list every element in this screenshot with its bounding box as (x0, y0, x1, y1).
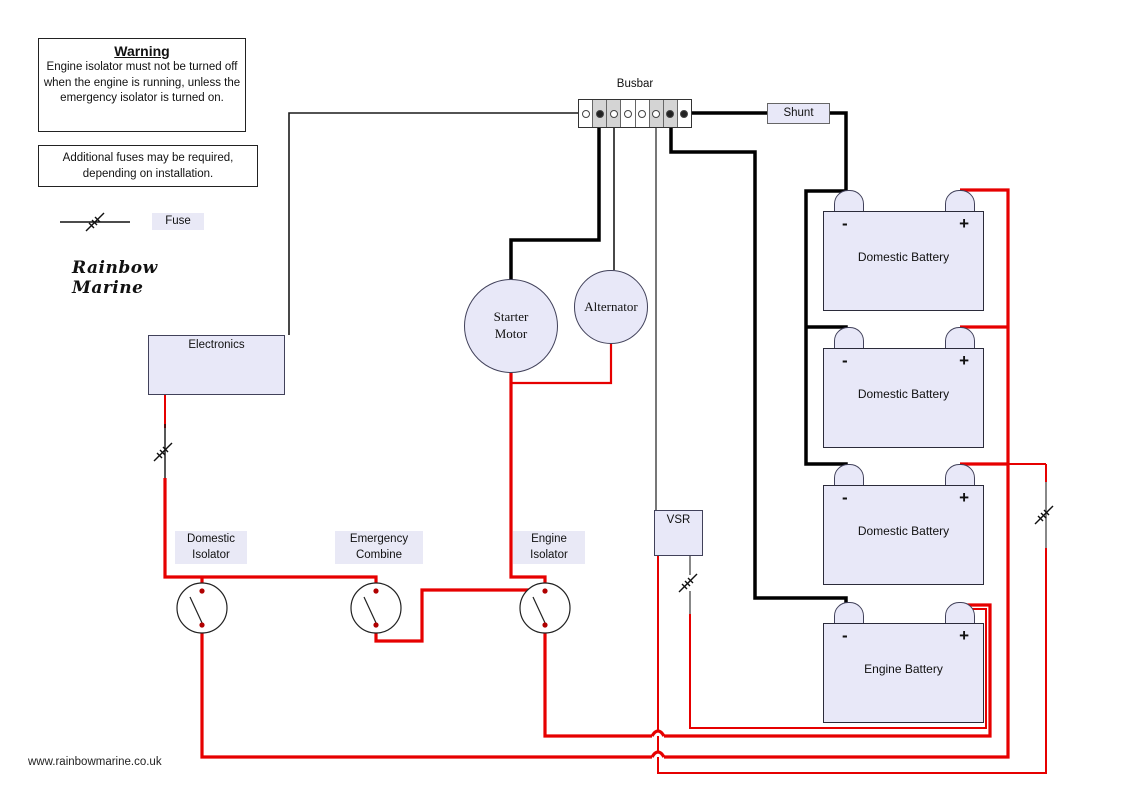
busbar-terminal (676, 100, 691, 127)
battery-body: - + Engine Battery (823, 623, 984, 723)
vsr-label: VSR (666, 514, 691, 526)
busbar-terminal (662, 100, 677, 127)
shunt-box: Shunt (767, 103, 830, 124)
domestic-battery-3: - + Domestic Battery (823, 464, 984, 585)
busbar-terminal (648, 100, 663, 127)
pos-sign: + (959, 626, 969, 645)
fuse-icon (1034, 505, 1054, 525)
electronics-label: Electronics (188, 339, 245, 351)
note-text: Additional fuses may be required, depend… (62, 151, 234, 180)
domestic-battery-2: - + Domestic Battery (823, 327, 984, 448)
fuse-icon (153, 442, 173, 462)
fuse-icon (678, 573, 698, 593)
wire-hop (650, 729, 666, 737)
emergency-combine-switch (350, 582, 402, 634)
neg-sign: - (842, 351, 848, 370)
battery-label: Domestic Battery (857, 250, 950, 264)
wire-hop (650, 750, 666, 758)
pos-sign: + (959, 488, 969, 507)
alternator-label: Alternator (584, 298, 638, 314)
engine-isolator-switch (519, 582, 571, 634)
neg-sign: - (842, 626, 848, 645)
busbar (578, 99, 692, 128)
busbar-terminal (620, 100, 634, 127)
busbar-terminal (634, 100, 649, 127)
battery-label: Engine Battery (864, 662, 943, 676)
starter-motor-label-line1: Starter (493, 309, 529, 325)
warning-title: Warning (114, 43, 170, 59)
wire-starter-to-engine-isolator (509, 373, 547, 586)
battery-body: - + Domestic Battery (823, 211, 984, 311)
note-box: Additional fuses may be required, depend… (38, 145, 258, 187)
alternator: Alternator (574, 270, 648, 344)
battery-body: - + Domestic Battery (823, 485, 984, 585)
engine-battery: - + Engine Battery (823, 602, 984, 723)
wire-domestic-isolator-to-domestic-battery-pos (200, 188, 1010, 759)
neg-sign: - (842, 214, 848, 233)
wire-alternator-to-starter (511, 344, 613, 385)
brand-logo: Rainbow Marine (72, 258, 158, 298)
wire-emergency-combine-to-engine-isolator (374, 586, 547, 643)
wire-busbar-to-electronics (288, 112, 578, 335)
wire-fuse-to-domestic-pos (1008, 463, 1047, 482)
busbar-terminal (606, 100, 621, 127)
warning-body: Engine isolator must not be turned off w… (43, 61, 241, 105)
domestic-battery-1: - + Domestic Battery (823, 190, 984, 311)
wire-engine-isolator-to-engine-battery-pos (543, 603, 992, 738)
vsr-box: VSR (654, 510, 703, 556)
electronics-box: Electronics (148, 335, 285, 395)
battery-label: Domestic Battery (857, 524, 950, 538)
wire-busbar-to-engine-battery-neg (669, 128, 848, 603)
legend-fuse-label: Fuse (152, 213, 204, 230)
neg-sign: - (842, 488, 848, 507)
battery-body: - + Domestic Battery (823, 348, 984, 448)
pos-sign: + (959, 214, 969, 233)
engine-isolator-label: Engine Isolator (513, 531, 585, 565)
wire-vsr-to-engine-battery-pos (689, 608, 987, 729)
busbar-terminal (579, 100, 592, 127)
wire-busbar-shunt-to-battery1-neg (692, 111, 848, 191)
pos-sign: + (959, 351, 969, 370)
busbar-terminal (592, 100, 607, 127)
busbar-label: Busbar (616, 78, 654, 90)
wire-busbar-to-starter-motor (509, 128, 601, 280)
website-url: www.rainbowmarine.co.uk (28, 756, 162, 768)
battery-label: Domestic Battery (857, 387, 950, 401)
domestic-isolator-label: Domestic Isolator (175, 531, 247, 565)
warning-box: Warning Engine isolator must not be turn… (38, 38, 246, 132)
emergency-combine-label: Emergency Combine (335, 531, 423, 565)
starter-motor-label-line2: Motor (494, 326, 528, 341)
starter-motor: Starter Motor (464, 279, 558, 373)
domestic-isolator-switch (176, 582, 228, 634)
